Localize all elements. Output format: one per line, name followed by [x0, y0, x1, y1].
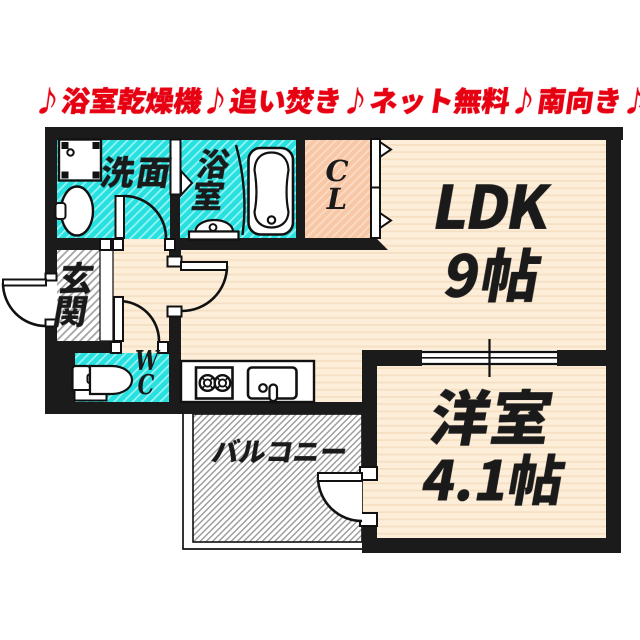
washroom-door	[114, 194, 168, 239]
door-swing-arc	[1, 282, 47, 328]
sink-drain	[258, 383, 268, 393]
entrance-step	[99, 249, 114, 342]
wall-bathroom-closet	[296, 139, 305, 250]
stove-burner-left-inner	[202, 378, 213, 388]
jamb	[359, 512, 378, 527]
door-jambs	[44, 238, 378, 527]
jamb	[157, 341, 169, 354]
jamb	[164, 238, 176, 251]
balcony-door	[316, 472, 363, 523]
vanity-basin-icon	[54, 185, 95, 237]
label-western-room-size: 4.1帖	[416, 436, 572, 517]
jamb	[44, 318, 58, 328]
door-swing-arc	[181, 265, 229, 313]
basin-faucet	[54, 202, 67, 220]
door-leaf	[113, 296, 124, 342]
door-leaf	[2, 278, 47, 287]
wall-bottom-right	[362, 538, 621, 553]
stove-icon	[194, 366, 234, 400]
jamb	[112, 238, 124, 251]
wall-washroom-south-right	[166, 238, 376, 250]
bathtub-outline	[247, 146, 295, 236]
window-ldk-western	[422, 339, 557, 377]
label-ldk-size: 9帖	[437, 230, 551, 314]
jamb	[166, 305, 183, 318]
label-washroom: 洗面	[96, 146, 178, 195]
label-ldk: LDK	[426, 160, 556, 247]
jamb	[99, 238, 112, 251]
wall-corridor-ldk-lower	[169, 314, 181, 402]
washer-pad	[61, 171, 69, 179]
folding-door-panel	[169, 138, 182, 196]
wall-top	[45, 127, 623, 140]
floor-western-room-area	[362, 350, 621, 552]
wall-bevel	[376, 238, 388, 250]
folding-door-arrow	[180, 168, 194, 198]
wall-western-left-upper	[362, 366, 377, 467]
wall-bottom-left	[45, 402, 376, 414]
bathroom-folding-door	[169, 138, 194, 198]
stove-burner-right-inner	[217, 378, 228, 388]
washer-pad	[61, 142, 69, 149]
wall-ldk-western-right	[557, 350, 621, 366]
bathtub-icon	[247, 146, 295, 236]
sink-faucet	[268, 383, 279, 403]
jamb	[110, 341, 122, 354]
kitchen-counter	[179, 359, 316, 404]
washer-drain	[66, 148, 75, 157]
bath-counter-icon	[187, 218, 240, 241]
bathtub-inner	[253, 151, 290, 229]
balcony-outline	[182, 414, 376, 550]
wall-western-left-lower	[362, 527, 377, 538]
ldk-door	[180, 261, 229, 313]
stove-burner-left-ticks	[201, 376, 214, 390]
toilet-icon	[71, 364, 134, 402]
toilet-bowl	[88, 364, 134, 396]
door-swing-arc	[118, 299, 161, 342]
washing-machine-icon	[57, 138, 103, 182]
jamb	[166, 255, 183, 268]
door-leaf	[114, 195, 125, 239]
wall-ldk-western-left	[362, 350, 422, 366]
kitchen-sink-icon	[246, 366, 298, 403]
folding-door-arrow	[379, 140, 393, 159]
label-balcony: バルコニー	[209, 430, 351, 470]
wc-door	[113, 296, 161, 342]
folding-door-arrow	[379, 211, 393, 230]
bathtub-drain	[266, 215, 277, 225]
closet-folding-door	[370, 138, 393, 239]
bathroom-door-curve	[234, 144, 246, 236]
wall-right	[606, 127, 621, 553]
walls	[45, 127, 623, 553]
wall-entrance-south	[45, 341, 114, 353]
wall-left-upper	[45, 127, 57, 274]
door-swing-arc	[123, 194, 168, 239]
washer-pad	[92, 142, 100, 149]
closet-area	[305, 139, 371, 238]
label-toilet: WC	[134, 346, 159, 401]
door-swing-fill	[318, 477, 362, 521]
wall-wc-left-filler	[45, 353, 75, 402]
washer-pad	[92, 171, 100, 179]
door-leaf	[180, 261, 228, 271]
entrance-area	[57, 250, 100, 341]
bath-counter-base	[187, 230, 240, 241]
door-leaf	[317, 472, 363, 482]
door-swing-arc	[316, 476, 363, 523]
wall-corridor-ldk-upper	[169, 250, 181, 258]
banner-text: ♪浴室乾燥機♪追い焚き♪ネット無料♪南向き♪	[31, 80, 640, 121]
stove-burner-right-ticks	[216, 376, 229, 390]
bath-counter-knob	[208, 223, 218, 232]
entrance-door	[1, 278, 47, 328]
label-closet: CL	[325, 154, 349, 216]
jamb	[44, 272, 58, 282]
wall-washroom-bathroom	[170, 195, 180, 238]
